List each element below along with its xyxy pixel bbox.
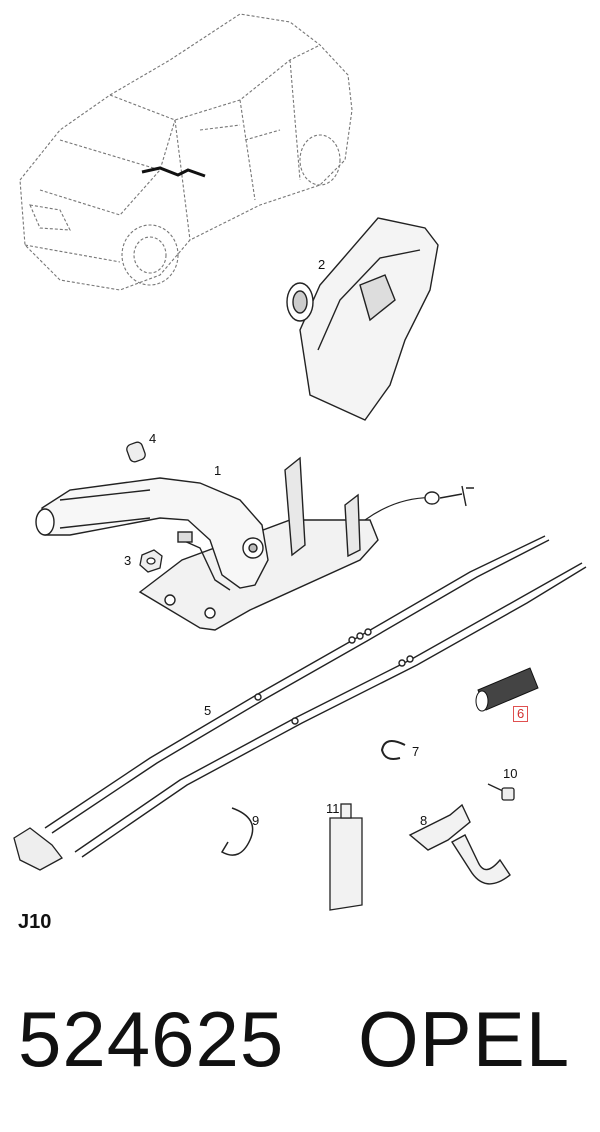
- car-outline-illustration: [19, 13, 353, 291]
- part-3-nut: [139, 549, 163, 573]
- callout-3: 3: [124, 553, 132, 568]
- part-11-grease-tube: [329, 803, 363, 911]
- callout-1: 1: [214, 463, 222, 478]
- callout-6-highlighted: 6: [513, 706, 529, 722]
- callout-11: 11: [326, 801, 340, 816]
- section-code: J10: [18, 911, 52, 933]
- brand-name: OPEL: [358, 995, 571, 1083]
- part-6-boot: [475, 667, 539, 712]
- exploded-parts-diagram: [13, 13, 587, 911]
- callout-8: 8: [420, 813, 428, 828]
- part-number: 524625: [18, 995, 285, 1083]
- part-8-bracket: [408, 803, 511, 885]
- callout-5: 5: [204, 703, 212, 718]
- part-2-cover: [286, 217, 439, 421]
- part-1-handbrake-lever: [35, 456, 474, 631]
- callout-10: 10: [503, 766, 518, 781]
- part-10-bolt: [487, 783, 515, 801]
- callout-2: 2: [318, 257, 326, 272]
- cable-equalizer-bracket: [13, 827, 63, 871]
- part-9-spring-clip: [220, 807, 254, 856]
- handbrake-location-marker: [141, 166, 206, 178]
- part-4-cap: [126, 441, 146, 463]
- callout-4: 4: [149, 431, 157, 446]
- part-5-cables: [44, 535, 587, 858]
- callout-7: 7: [412, 744, 420, 759]
- part-7-clip: [380, 740, 406, 760]
- footer-caption: 524625 OPEL: [18, 994, 588, 1084]
- callout-9: 9: [252, 813, 260, 828]
